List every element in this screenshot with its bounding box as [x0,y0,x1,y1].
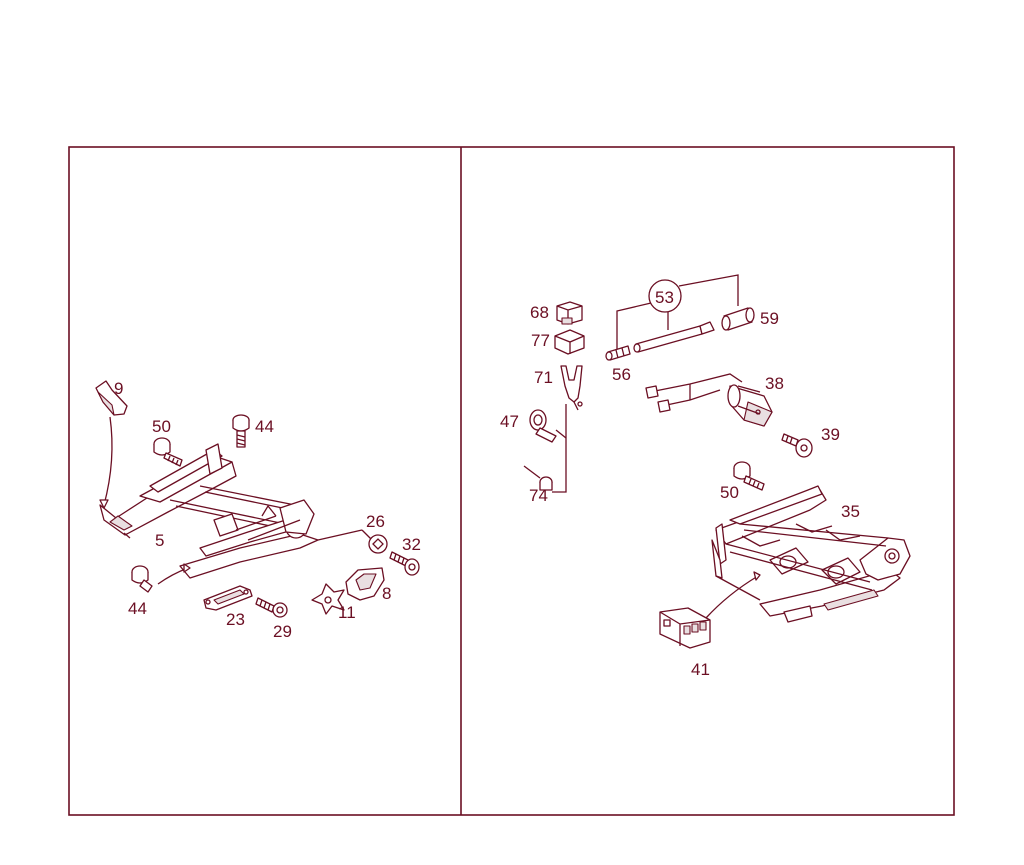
part-50-bolt-right[interactable] [733,461,765,491]
label-50: 50 [152,417,171,436]
label-32: 32 [402,535,421,554]
part-53-leader-left [616,302,652,350]
part-32-screw[interactable] [389,551,420,576]
part-23-cover-plate[interactable] [203,585,253,611]
label-53: 53 [655,288,674,307]
label-35: 35 [841,502,860,521]
arrowhead [753,571,761,581]
label-74: 74 [529,486,548,505]
part-53-callout-circle [648,279,682,313]
part-11-star-knob[interactable] [311,583,345,615]
arrowhead [99,499,109,509]
diagram-frame [68,146,955,816]
label-26: 26 [366,512,385,531]
label-77: 77 [531,331,550,350]
label-39: 39 [821,425,840,444]
part-26-leader [317,529,363,541]
part-44-bolt-bottom[interactable] [131,565,153,593]
label-29: 29 [273,622,292,641]
label-23: 23 [226,610,245,629]
label-38: 38 [765,374,784,393]
part-38-motor[interactable] [645,373,773,427]
part-59-sleeve[interactable] [721,307,755,331]
part-47-leader [555,429,567,439]
part-9-leader-arrow [103,416,113,506]
part-9-lever-handle[interactable] [95,380,128,416]
label-68: 68 [530,303,549,322]
label-71: 71 [534,368,553,387]
part-53-rod[interactable] [633,321,715,353]
label-5: 5 [155,531,164,550]
part-53-leader-right [678,274,739,306]
part-77-clip[interactable] [554,329,585,355]
part-50-bolt[interactable] [153,437,183,467]
label-11: 11 [338,603,356,622]
part-68-clip[interactable] [556,301,583,325]
left-panel: 9 50 44 5 26 32 44 23 29 11 8 [95,379,421,641]
label-9: 9 [114,379,123,398]
label-47: 47 [500,412,519,431]
part-44-bolt-top[interactable] [232,414,250,448]
part-26-cap-nut[interactable] [368,534,388,554]
label-41: 41 [691,660,710,679]
label-50-right: 50 [720,483,739,502]
label-44-top: 44 [255,417,274,436]
part-71-fork-bracket[interactable] [560,365,583,411]
part-74-leader [552,404,567,493]
label-8: 8 [382,584,391,603]
part-74-pin[interactable] [523,465,553,491]
label-56: 56 [612,365,631,384]
part-41-control-unit[interactable] [659,607,711,649]
label-44-bottom: 44 [128,599,147,618]
part-8-handle-cover[interactable] [345,567,385,601]
part-41-leader-arrow [705,575,759,619]
label-59: 59 [760,309,779,328]
part-39-bolt[interactable] [781,433,813,458]
part-5-seat-frame[interactable] [99,443,319,579]
part-35-seat-frame[interactable] [711,485,911,623]
arrowhead [183,563,191,573]
part-29-screw[interactable] [255,597,288,618]
part-47-grommet[interactable] [529,409,557,443]
right-panel: 53 68 77 59 56 71 38 47 39 74 50 35 41 [500,274,911,679]
part-56-tube-end[interactable] [605,345,631,361]
